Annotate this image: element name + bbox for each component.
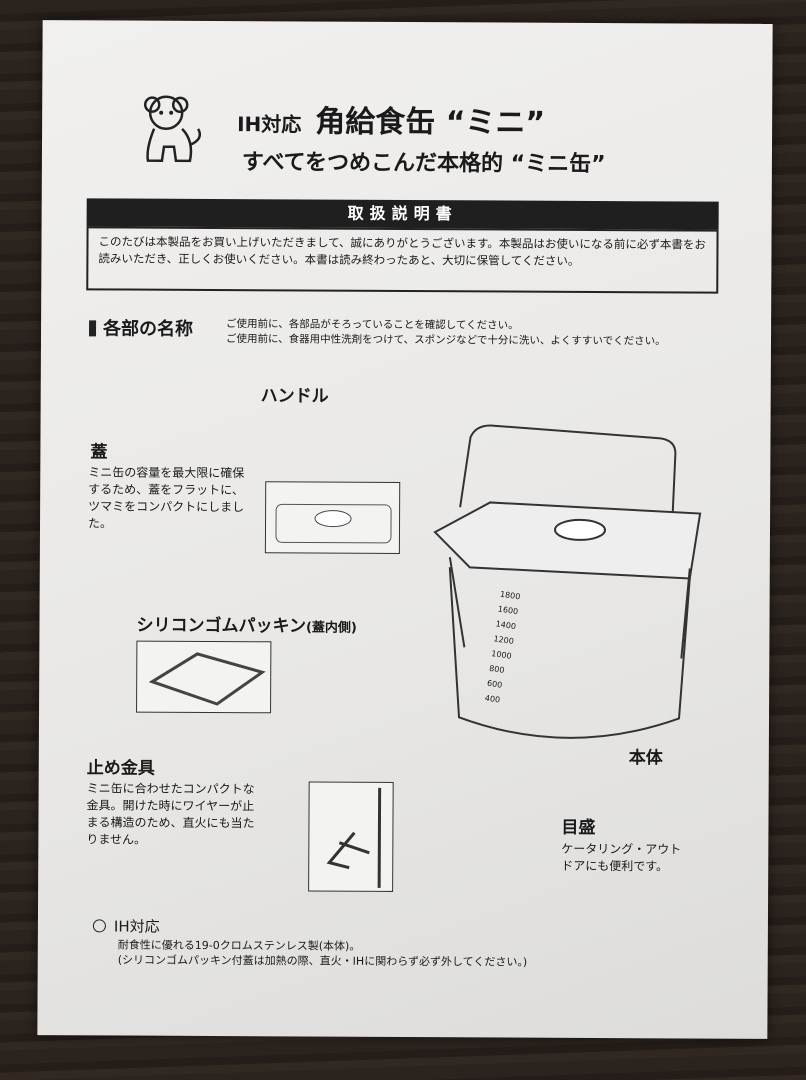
note: ご使用前に、食器用中性洗剤をつけて、スポンジなどで十分に洗い、よくすすいでくださ… — [225, 333, 666, 348]
intro-text: このたびは本製品をお買い上げいただきまして、誠にありがとうございます。本製品はお… — [86, 226, 719, 294]
ih-heading: IH対応 — [92, 915, 160, 936]
packing-illustration — [136, 640, 272, 714]
ih-text: IH対応 — [113, 917, 160, 936]
ih-desc: 耐食性に優れる19-0クロムステンレス製(本体)。(シリコンゴムパッキン付蓋は加… — [118, 938, 528, 970]
circle-icon — [92, 919, 106, 933]
ih-label: IH対応 — [237, 112, 302, 137]
body-label: 本体 — [628, 748, 663, 769]
scale-desc: ケータリング・アウトドアにも便利です。 — [561, 841, 682, 874]
handle-label: ハンドル — [260, 386, 329, 407]
instruction-sheet: IH対応角給食缶 “ミニ” すべてをつめこんだ本格的 “ミニ缶” 取扱説明書 こ… — [37, 20, 773, 1039]
scale-label: 目盛 — [561, 817, 596, 839]
clasp-desc: ミニ缶に合わせたコンパクトな金具。開けた時にワイヤーが止まる構造のため、直火にも… — [86, 781, 255, 847]
canister-illustration — [433, 424, 702, 739]
product-title: IH対応角給食缶 “ミニ” — [237, 96, 545, 142]
packing-label: シリコンゴムパッキン(蓋内側) — [136, 611, 357, 637]
clasp-illustration — [308, 781, 394, 892]
ih-line: (シリコンゴムパッキン付蓋は加熱の際、直火・IHに関わらず必ず外してください。) — [117, 953, 528, 969]
parts-heading: 各部の名称 — [89, 314, 193, 341]
product-subtitle: すべてをつめこんだ本格的 “ミニ缶” — [241, 150, 606, 178]
title-text: 角給食缶 “ミニ” — [315, 104, 546, 141]
manual-heading: 取扱説明書 — [86, 198, 719, 230]
lid-desc: ミニ缶の容量を最大限に確保するため、蓋をフラットに、ツマミをコンパクトにしました… — [87, 465, 245, 531]
scale-mark: 400 — [484, 693, 501, 705]
lid-label: 蓋 — [90, 442, 108, 463]
dog-mascot-logo — [143, 95, 202, 163]
parts-notes: ご使用前に、各部品がそろっていることを確認してください。ご使用前に、食器用中性洗… — [226, 317, 666, 349]
packing-sub: (蓋内側) — [305, 620, 357, 636]
lid-illustration — [264, 481, 401, 554]
packing-name: シリコンゴムパッキン — [136, 615, 307, 637]
clasp-label: 止め金具 — [86, 758, 155, 779]
